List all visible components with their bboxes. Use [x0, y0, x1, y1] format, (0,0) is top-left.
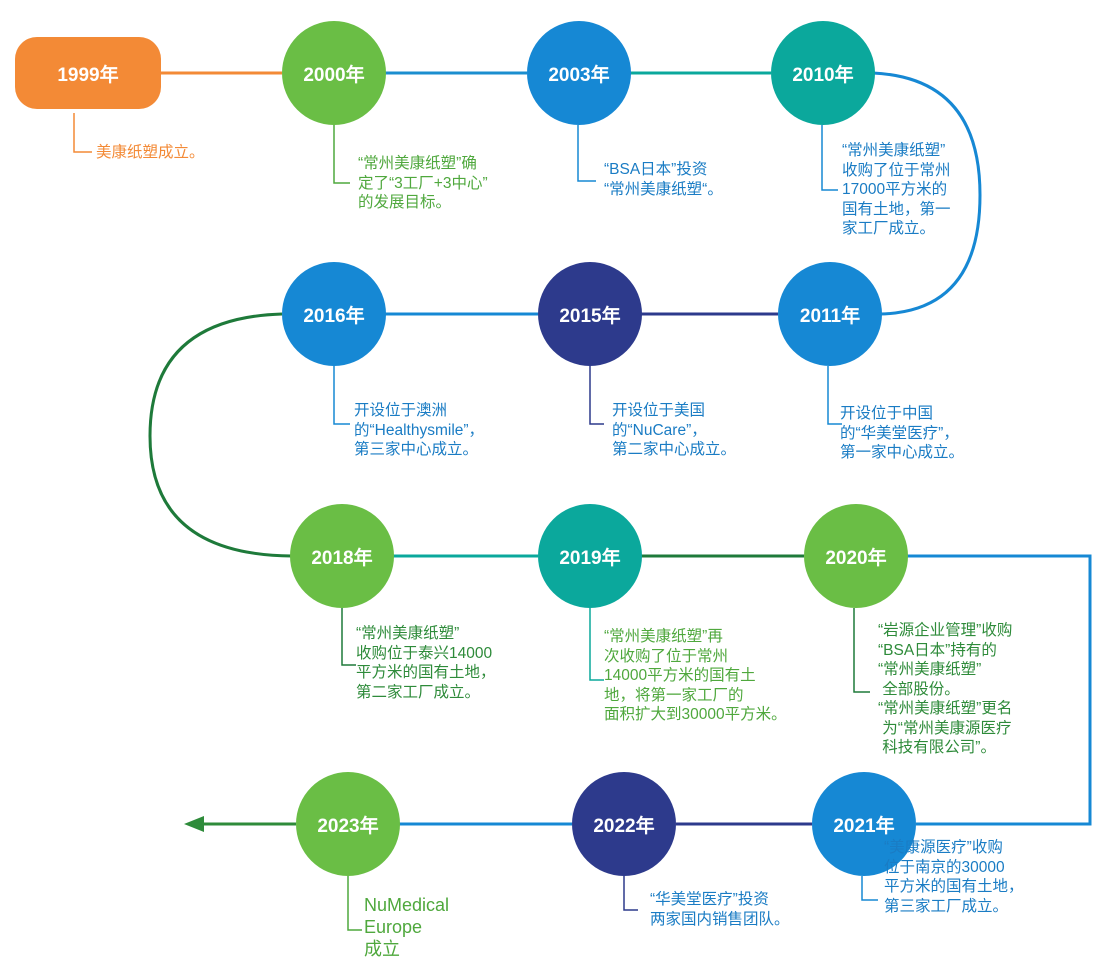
description-line: 国有土地，第一	[842, 200, 951, 218]
description-line: “常州美康纸塑”再	[604, 628, 723, 645]
description-line: 开设位于澳洲	[354, 402, 448, 419]
bracket-2010	[821, 125, 838, 191]
milestone-5-description: 开设位于美国的“NuCare”， 第二家中心成立。	[612, 401, 736, 460]
milestone-9-description: “岩源企业管理”收购 “BSA日本”持有的 “常州美康纸塑” 全部股份。 “常州美康纸…	[878, 621, 1012, 758]
milestone-0-node: 1999年	[15, 37, 161, 109]
milestone-6-description: 开设位于澳洲的“Healthysmile”， 第三家中心成立。	[354, 401, 484, 460]
milestone-7-node: 2018年	[290, 504, 394, 608]
bracket-2003	[577, 125, 596, 182]
bracket-2018	[341, 608, 356, 666]
description-line: 面积扩大到30000平方米。	[604, 706, 787, 723]
milestone-8-description: “常州美康纸塑”再次收购了位于常州 14000平方米的国有土地，将第一家工厂的面积…	[604, 627, 787, 725]
milestone-4-description: 开设位于中国的“华美堂医疗”， 第一家中心成立。	[840, 404, 964, 463]
milestone-11-node: 2022年	[572, 772, 676, 876]
description-line: 定了“3工厂+3中心”	[358, 174, 488, 192]
description-line: 的“Healthysmile”，	[354, 421, 485, 439]
bracket-2020	[853, 608, 870, 693]
description-line: 开设位于中国	[840, 405, 934, 422]
description-line: “BSA日本”投资	[604, 161, 708, 178]
description-line: “华美堂医疗”投资	[650, 891, 769, 908]
milestone-4-node: 2011年	[778, 262, 882, 366]
milestone-2-node: 2003年	[527, 21, 631, 125]
milestone-3-description: “常州美康纸塑” 收购了位于常州 17000平方米的国有土地，第一家工厂成立。	[842, 141, 951, 239]
description-line: “常州美康纸塑”	[878, 661, 982, 678]
bracket-2023	[347, 876, 362, 931]
description-line: 科技有限公司”。	[878, 739, 996, 756]
description-line: “常州美康纸塑”更名	[878, 700, 1013, 717]
connector-2010-2011	[872, 71, 982, 316]
milestone-9-node: 2020年	[804, 504, 908, 608]
description-line: 开设位于美国	[612, 402, 706, 419]
milestone-7-description: “常州美康纸塑” 收购位于泰兴14000 平方米的国有土地， 第二家工厂成立。	[356, 624, 496, 702]
description-line: 平方米的国有土地，	[884, 878, 1024, 895]
description-line: 地，将第一家工厂的	[604, 686, 744, 704]
description-line: 收购了位于常州	[842, 161, 951, 179]
bracket-1999	[73, 113, 92, 153]
milestone-6-node: 2016年	[282, 262, 386, 366]
description-line: 次收购了位于常州	[604, 647, 729, 665]
bracket-2011	[827, 366, 842, 425]
description-line: 17000平方米的	[842, 181, 948, 198]
description-line: 第二家中心成立。	[612, 441, 737, 458]
description-line: “常州美康纸塑”确	[358, 155, 477, 172]
milestone-10-description: “美康源医疗”收购位于南京的30000 平方米的国有土地， 第三家工厂成立。	[884, 838, 1024, 916]
description-line: 的发展目标。	[358, 194, 452, 211]
milestone-2-description: “BSA日本”投资 “常州美康纸塑“。	[604, 160, 723, 199]
connector-2016-2018	[148, 312, 293, 558]
description-line: NuMedical	[364, 895, 450, 915]
arrowhead-icon	[184, 816, 204, 832]
description-line: 美康纸塑成立。	[96, 144, 205, 161]
milestone-10-node: 2021年	[812, 772, 916, 876]
description-line: 14000平方米的国有土	[604, 667, 756, 684]
description-line: 第二家工厂成立。	[356, 683, 481, 701]
bracket-2022	[623, 876, 638, 911]
milestone-5-node: 2015年	[538, 262, 642, 366]
description-line: Europe	[364, 917, 423, 937]
description-line: 第三家工厂成立。	[884, 897, 1009, 915]
description-line: 为“常州美康源医疗	[878, 719, 1012, 737]
description-line: “常州美康纸塑”	[842, 142, 946, 159]
description-line: 第一家中心成立。	[840, 444, 965, 461]
bracket-2016	[333, 366, 350, 425]
milestone-8-node: 2019年	[538, 504, 642, 608]
milestone-11-description: “华美堂医疗”投资两家国内销售团队。	[650, 890, 790, 929]
description-line: 的“华美堂医疗”，	[840, 424, 959, 442]
description-line: 成立	[364, 939, 400, 959]
bracket-2015	[589, 366, 604, 425]
milestone-0-description: 美康纸塑成立。	[96, 143, 205, 163]
description-line: “常州美康纸塑“。	[604, 180, 723, 198]
description-line: 的“NuCare”，	[612, 421, 707, 439]
description-line: 两家国内销售团队。	[650, 910, 790, 928]
milestone-1-node: 2000年	[282, 21, 386, 125]
milestone-12-node: 2023年	[296, 772, 400, 876]
milestone-3-node: 2010年	[771, 21, 875, 125]
bracket-2000	[333, 125, 350, 184]
description-line: 收购位于泰兴14000	[356, 644, 493, 662]
bracket-2019	[589, 608, 604, 681]
connector-2020-2021	[906, 554, 1092, 826]
description-line: 平方米的国有土地，	[356, 664, 496, 681]
description-line: 家工厂成立。	[842, 220, 936, 237]
milestone-1-description: “常州美康纸塑”确定了“3工厂+3中心” 的发展目标。	[358, 154, 488, 213]
description-line: 全部股份。	[878, 680, 960, 698]
description-line: “美康源医疗”收购	[884, 839, 1003, 856]
bracket-2021	[861, 876, 878, 901]
description-line: “常州美康纸塑”	[356, 625, 460, 642]
description-line: 第三家中心成立。	[354, 441, 479, 458]
description-line: “岩源企业管理”收购	[878, 622, 1013, 639]
description-line: 位于南京的30000	[884, 858, 1005, 876]
description-line: “BSA日本”持有的	[878, 641, 997, 659]
